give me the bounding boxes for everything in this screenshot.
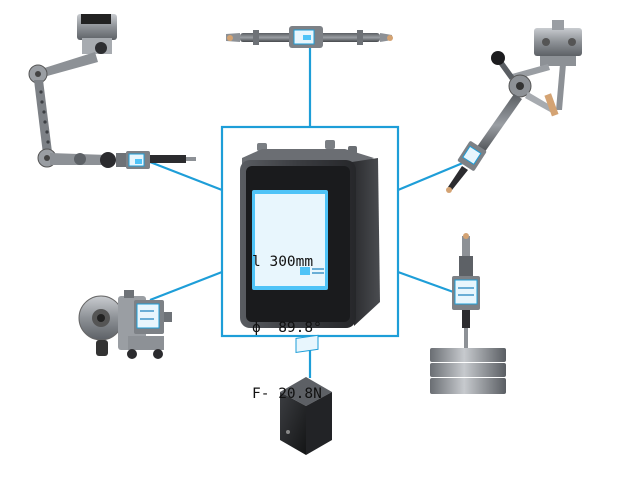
readout-angle: ϕ 89.8° bbox=[252, 320, 322, 336]
connector-lower-left bbox=[149, 270, 223, 302]
readout-length: l 300mm bbox=[252, 254, 314, 270]
connector-upper-left bbox=[149, 160, 223, 192]
device-readout: l 300mm ϕ 89.8° F- 20.8N bbox=[252, 207, 330, 427]
readout-force: F- 20.8N bbox=[252, 386, 322, 402]
connector-upper-right bbox=[397, 158, 471, 192]
instrument-icon bbox=[300, 267, 310, 275]
upper-left-arm-device bbox=[28, 14, 196, 169]
lower-left-wheel-device bbox=[78, 290, 172, 359]
central-measuring-device bbox=[240, 140, 380, 328]
upper-right-holder-device bbox=[446, 20, 582, 193]
lower-right-weight-device bbox=[430, 233, 506, 394]
top-rod-device bbox=[226, 26, 393, 48]
bottom-cube-device bbox=[280, 334, 332, 455]
